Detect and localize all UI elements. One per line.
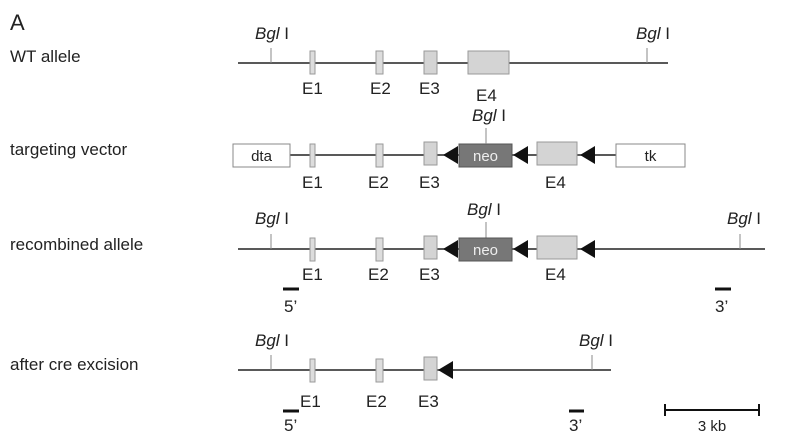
loxp-arrow — [443, 240, 458, 258]
exon-label-e3: E3 — [419, 79, 440, 98]
exon-e2 — [375, 50, 384, 75]
exon-e2 — [375, 143, 384, 168]
row-wt-allele: WT allele Bgl I Bgl I E1 E2 E3 E4 — [10, 24, 670, 105]
probe-3-label: 3’ — [569, 416, 582, 435]
row-recombined-allele: recombined allele Bgl I Bgl I Bgl I neo … — [10, 200, 765, 316]
bgl-site-label: Bgl I — [636, 24, 670, 43]
row-label-wt-allele: WT allele — [10, 47, 81, 66]
bgl-site-label: Bgl I — [467, 200, 501, 219]
exon-e3 — [423, 50, 438, 75]
row-after-cre-excision: after cre excision Bgl I Bgl I E1 E2 E3 … — [10, 331, 613, 435]
scale-bar-label: 3 kb — [698, 418, 726, 435]
exon-e3 — [423, 141, 438, 166]
bgl-site-label: Bgl I — [255, 209, 289, 228]
tk-cassette — [615, 143, 686, 168]
exon-label-e3: E3 — [419, 265, 440, 284]
exon-label-e3: E3 — [418, 392, 439, 411]
exon-e2 — [375, 358, 384, 383]
probe-5-label: 5’ — [284, 416, 297, 435]
row-label-targeting-vector: targeting vector — [10, 140, 128, 159]
exon-e3 — [423, 356, 438, 381]
loxp-arrow — [443, 146, 458, 164]
row-targeting-vector: targeting vector dta neo Bgl I tk E1 E2 … — [10, 106, 686, 192]
panel-label: A — [10, 10, 25, 35]
probe-3-label: 3’ — [715, 297, 728, 316]
loxp-arrow — [513, 146, 528, 164]
exon-label-e4: E4 — [476, 86, 497, 105]
loxp-arrow — [513, 240, 528, 258]
bgl-site-label: Bgl I — [255, 24, 289, 43]
exon-label-e3: E3 — [419, 173, 440, 192]
neo-cassette — [458, 237, 513, 262]
exon-e1 — [309, 237, 316, 262]
exon-label-e1: E1 — [302, 265, 323, 284]
exon-label-e4: E4 — [545, 173, 566, 192]
probe-5-label: 5’ — [284, 297, 297, 316]
dta-cassette-label: dta — [251, 148, 273, 165]
exon-label-e2: E2 — [368, 173, 389, 192]
row-label-after-cre-excision: after cre excision — [10, 355, 139, 374]
bgl-site-label: Bgl I — [472, 106, 506, 125]
exon-e4 — [536, 235, 578, 260]
exon-label-e2: E2 — [366, 392, 387, 411]
exon-e1 — [309, 358, 316, 383]
exon-e1 — [309, 143, 316, 168]
exon-label-e2: E2 — [370, 79, 391, 98]
scale-bar: 3 kb — [664, 404, 760, 435]
exon-label-e1: E1 — [302, 173, 323, 192]
row-label-recombined-allele: recombined allele — [10, 235, 143, 254]
exon-e1 — [309, 50, 316, 75]
dta-cassette — [232, 143, 291, 168]
exon-label-e1: E1 — [300, 392, 321, 411]
bgl-site-label: Bgl I — [579, 331, 613, 350]
exon-e3 — [423, 235, 438, 260]
neo-cassette-label: neo — [473, 148, 498, 165]
loxp-arrow — [580, 240, 595, 258]
exon-label-e2: E2 — [368, 265, 389, 284]
exon-e4 — [467, 50, 510, 75]
tk-cassette-label: tk — [645, 148, 657, 165]
bgl-site-label: Bgl I — [727, 209, 761, 228]
loxp-arrow — [580, 146, 595, 164]
exon-label-e1: E1 — [302, 79, 323, 98]
exon-e4 — [536, 141, 578, 166]
loxp-arrow — [438, 361, 453, 379]
neo-cassette-label: neo — [473, 242, 498, 259]
exon-label-e4: E4 — [545, 265, 566, 284]
exon-e2 — [375, 237, 384, 262]
bgl-site-label: Bgl I — [255, 331, 289, 350]
